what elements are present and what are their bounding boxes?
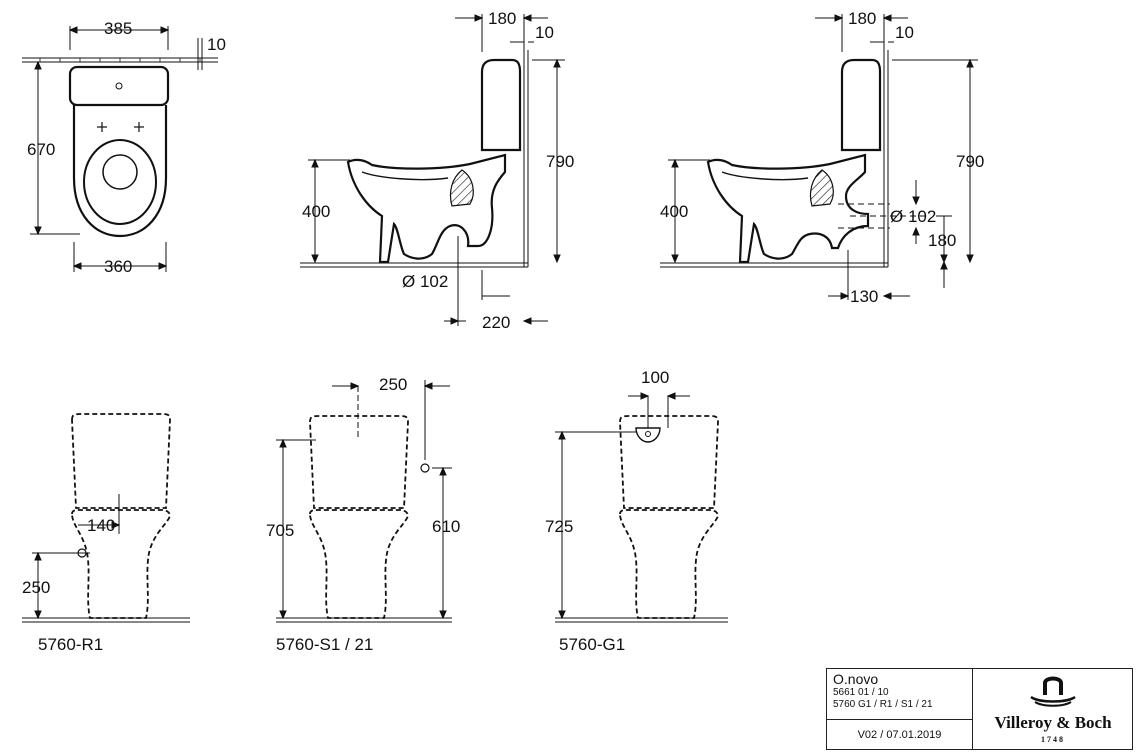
brand-logo: Villeroy & Boch 1748 xyxy=(973,669,1133,749)
dim-g1-inlet-offset: 100 xyxy=(641,368,669,387)
product-codes-line-1: 5661 01 / 10 xyxy=(833,687,889,698)
dim-s1-front-inlet-offset: 250 xyxy=(379,375,407,394)
label-g1: 5760-G1 xyxy=(559,635,625,654)
side-view-1 xyxy=(300,14,565,326)
title-block: O.novo 5661 01 / 10 5760 G1 / R1 / S1 / … xyxy=(826,668,1133,750)
dim-r1-inlet-height: 250 xyxy=(22,578,50,597)
dim-s1-front-total-height: 705 xyxy=(266,521,294,540)
front-view-s1 xyxy=(276,380,452,623)
side-view-2 xyxy=(660,14,978,300)
dim-r1-inlet-offset: 140 xyxy=(87,516,115,535)
dim-s1-tank-depth: 180 xyxy=(488,9,516,28)
dim-s1-height: 790 xyxy=(546,152,574,171)
dim-s1-outlet-diameter: Ø 102 xyxy=(402,272,448,291)
dim-s2-tank-depth: 180 xyxy=(848,9,876,28)
version-date: V02 / 07.01.2019 xyxy=(857,729,942,741)
dim-top-width-tank: 385 xyxy=(104,19,132,38)
dim-s2-height: 790 xyxy=(956,152,984,171)
dim-s2-rim-height: 400 xyxy=(660,202,688,221)
product-codes-line-2: 5760 G1 / R1 / S1 / 21 xyxy=(833,699,933,710)
dim-s1-rim-height: 400 xyxy=(302,202,330,221)
title-block-info: O.novo 5661 01 / 10 5760 G1 / R1 / S1 / … xyxy=(827,669,973,749)
dim-s1-outlet-distance: 220 xyxy=(482,313,510,332)
dim-top-offset: 10 xyxy=(207,35,226,54)
dim-g1-total-height: 725 xyxy=(545,517,573,536)
top-view xyxy=(22,26,218,272)
product-name: O.novo xyxy=(833,671,879,687)
brand-year: 1748 xyxy=(1041,735,1065,744)
faucet-icon xyxy=(1030,676,1076,707)
label-s1: 5760-S1 / 21 xyxy=(276,635,373,654)
dim-top-width-bowl: 360 xyxy=(104,257,132,276)
dim-s1-wall-gap: 10 xyxy=(535,23,554,42)
dim-s2-outlet-height: 180 xyxy=(928,231,956,250)
dim-s2-wall-gap: 10 xyxy=(895,23,914,42)
front-view-r1 xyxy=(22,413,190,623)
dim-s2-outlet-diameter: Ø 102 xyxy=(890,207,936,226)
dim-s1-front-inlet-height: 610 xyxy=(432,517,460,536)
dim-top-depth: 670 xyxy=(27,140,55,159)
label-r1: 5760-R1 xyxy=(38,635,103,654)
title-block-product: O.novo 5661 01 / 10 5760 G1 / R1 / S1 / … xyxy=(827,669,972,720)
front-view-g1 xyxy=(555,392,728,623)
dim-s2-outlet-distance: 130 xyxy=(850,287,878,306)
brand-name: Villeroy & Boch xyxy=(994,713,1112,732)
